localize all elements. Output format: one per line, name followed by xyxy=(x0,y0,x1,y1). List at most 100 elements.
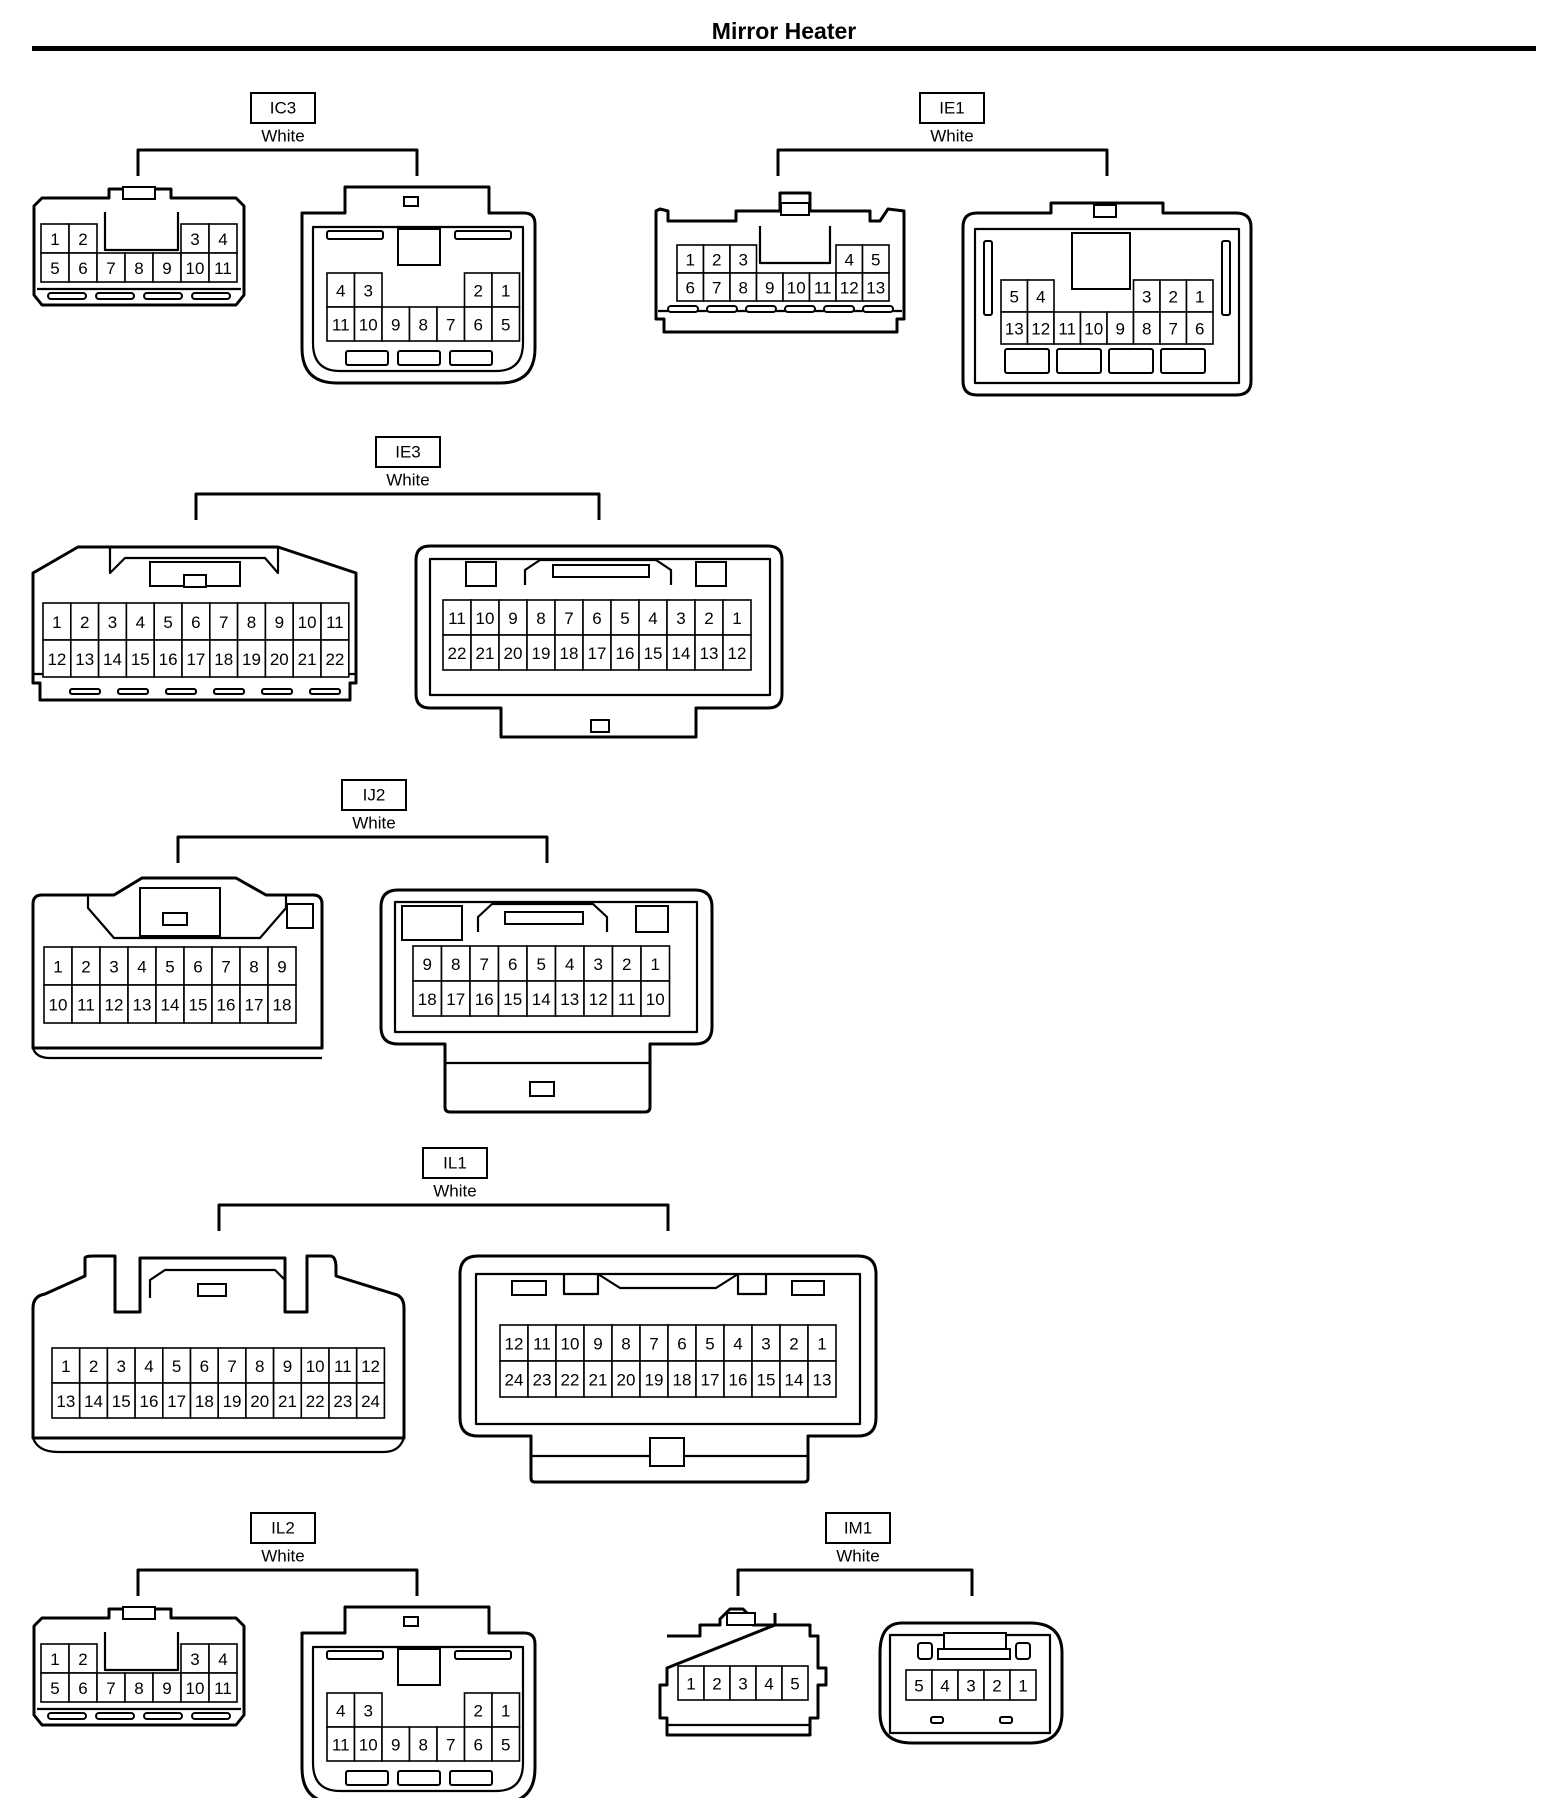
pin-cell xyxy=(808,272,837,302)
pin-cell xyxy=(355,1347,386,1384)
terminal-slot xyxy=(143,1712,183,1720)
pin-number: 6 xyxy=(78,259,87,278)
pin-cell xyxy=(583,1360,613,1398)
pin-cell xyxy=(408,1726,438,1762)
post xyxy=(465,561,497,587)
pin-cell xyxy=(729,1665,757,1701)
rib xyxy=(983,240,993,316)
pin-cell xyxy=(42,639,72,678)
pin-cell xyxy=(1185,279,1214,313)
post xyxy=(401,905,463,941)
pin-number: 17 xyxy=(245,996,264,1015)
pin-number: 9 xyxy=(765,279,774,298)
rib xyxy=(326,1650,384,1660)
pin-cell xyxy=(463,306,493,342)
pin-number: 10 xyxy=(359,316,378,335)
pin-cell xyxy=(931,1669,959,1701)
pin-number: 12 xyxy=(1031,320,1050,339)
pin-cell xyxy=(610,634,640,671)
pin-cell xyxy=(267,946,297,986)
latch xyxy=(403,1616,419,1627)
pin-number: 1 xyxy=(501,282,510,301)
pin-number: 7 xyxy=(1169,320,1178,339)
pin-number: 4 xyxy=(1036,288,1045,307)
pin-number: 5 xyxy=(50,1679,59,1698)
post xyxy=(695,561,727,587)
pin-number: 7 xyxy=(106,1679,115,1698)
male-inner xyxy=(311,225,525,373)
terminal-slot xyxy=(165,688,197,695)
pin-cell xyxy=(181,602,211,641)
connector-bracket xyxy=(217,1203,670,1231)
pin-number: 10 xyxy=(476,609,495,628)
pin-number: 11 xyxy=(326,613,344,632)
male-housing xyxy=(961,201,1253,397)
pin-cell xyxy=(208,223,238,254)
pin-number: 19 xyxy=(645,1371,664,1390)
pin-cell xyxy=(43,946,73,986)
pin-cell xyxy=(807,1360,837,1398)
connector-code-box xyxy=(341,779,407,811)
pin-number: 4 xyxy=(648,609,657,628)
pin-cell xyxy=(611,945,642,982)
pin-number: 16 xyxy=(217,996,236,1015)
terminal-slot xyxy=(930,1716,944,1724)
female-housing xyxy=(31,545,358,702)
pin-number: 21 xyxy=(298,650,317,669)
pin-cell xyxy=(498,634,528,671)
pin-number: 8 xyxy=(536,609,545,628)
pin-number: 14 xyxy=(84,1392,103,1411)
pin-cell xyxy=(211,946,241,986)
pin-cell xyxy=(526,599,556,636)
pin-cell xyxy=(463,1726,493,1762)
pin-cell xyxy=(782,272,811,302)
pin-cell xyxy=(326,272,356,308)
pin-cell xyxy=(355,1382,386,1419)
pin-number: 12 xyxy=(505,1335,524,1354)
pin-number: 5 xyxy=(537,955,546,974)
pin-number: 2 xyxy=(81,958,90,977)
pin-number: 19 xyxy=(532,644,551,663)
pin-number: 11 xyxy=(77,996,95,1015)
pin-number: 10 xyxy=(186,259,205,278)
male-inner xyxy=(393,900,699,1034)
pin-number: 19 xyxy=(242,650,261,669)
pin-cell xyxy=(723,1324,753,1362)
pin-number: 11 xyxy=(214,259,232,278)
pin-number: 1 xyxy=(50,230,59,249)
connector-bracket xyxy=(194,492,601,520)
pin-number: 3 xyxy=(364,1702,373,1721)
latch-tab xyxy=(162,912,188,926)
terminal-slot xyxy=(1004,348,1050,374)
pin-number: 9 xyxy=(277,958,286,977)
terminal-slot xyxy=(397,1770,441,1786)
pin-cell xyxy=(42,602,72,641)
pin-number: 5 xyxy=(50,259,59,278)
pin-number: 3 xyxy=(739,251,748,270)
pin-cell xyxy=(326,306,356,342)
pin-number: 18 xyxy=(673,1371,692,1390)
pin-number: 1 xyxy=(651,955,660,974)
pin-number: 14 xyxy=(672,644,691,663)
pin-number: 14 xyxy=(161,996,180,1015)
pin-number: 19 xyxy=(223,1392,242,1411)
pin-cell xyxy=(208,252,238,283)
latch-frame xyxy=(523,558,673,585)
pin-number: 12 xyxy=(589,990,608,1009)
pin-number: 10 xyxy=(186,1679,205,1698)
pin-number: 3 xyxy=(1142,288,1151,307)
terminal-slot xyxy=(47,292,87,300)
pin-number: 4 xyxy=(218,1650,227,1669)
pin-number: 23 xyxy=(333,1392,352,1411)
male-inner xyxy=(311,1645,525,1793)
pin-number: 7 xyxy=(227,1357,236,1376)
pin-number: 14 xyxy=(785,1371,804,1390)
female-housing xyxy=(31,876,324,1050)
pin-cell xyxy=(469,980,500,1017)
pin-number: 6 xyxy=(1195,320,1204,339)
pin-number: 8 xyxy=(621,1335,630,1354)
pin-number: 5 xyxy=(620,609,629,628)
